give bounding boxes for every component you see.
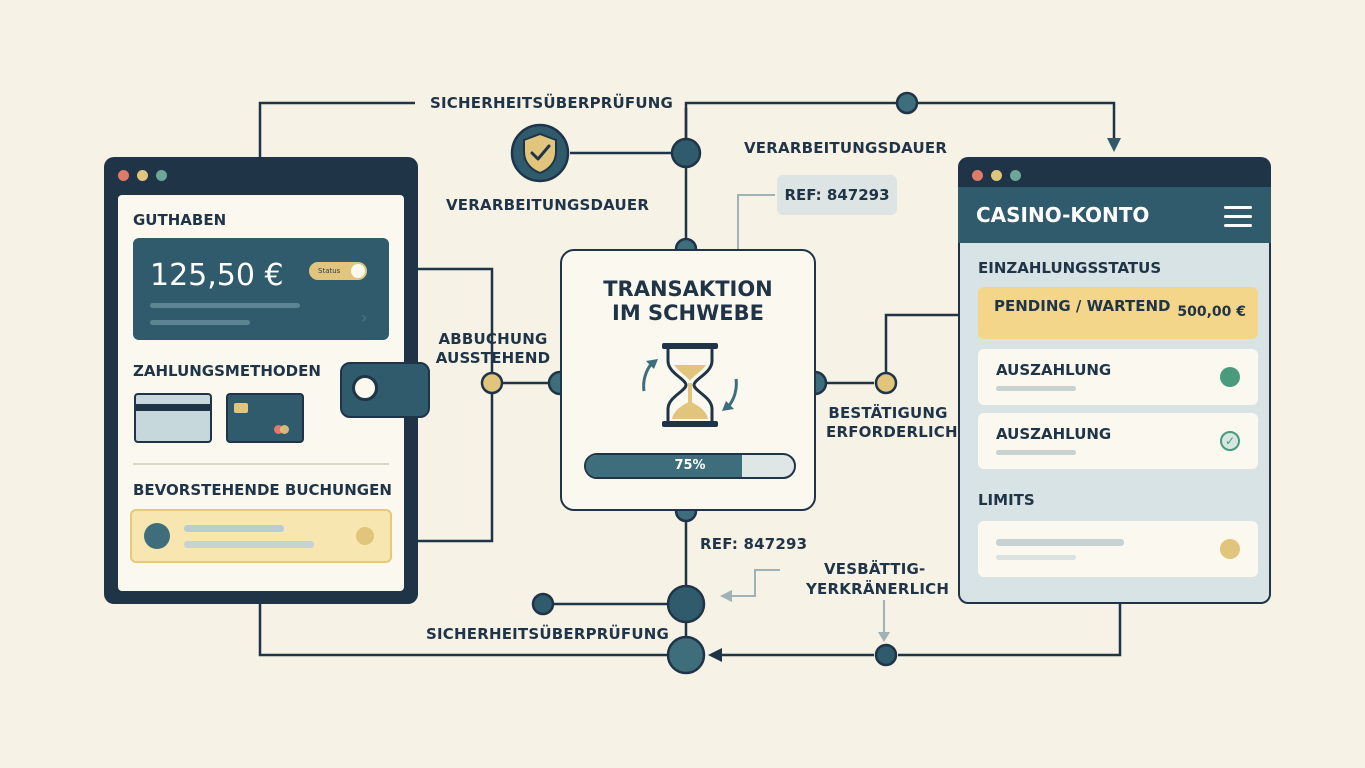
toggle-knob xyxy=(351,264,365,278)
balance-bar-2 xyxy=(150,320,250,325)
payment-methods-title: ZAHLUNGSMETHODEN xyxy=(133,362,321,380)
label-garbled-line1: VESBÄTTIG- xyxy=(824,560,926,578)
shield-icon xyxy=(510,123,570,183)
divider xyxy=(133,463,389,465)
transaction-title: TRANSAKTION IM SCHWEBE xyxy=(562,277,814,325)
label-confirmation-line1: BESTÄTIGUNG xyxy=(828,404,948,422)
transaction-title-line1: TRANSAKTION xyxy=(603,277,773,301)
maximize-dot-icon[interactable] xyxy=(156,170,167,181)
maximize-dot-icon[interactable] xyxy=(1010,170,1021,181)
casino-account-window: CASINO-KONTO EINZAHLUNGSSTATUS PENDING /… xyxy=(958,157,1271,604)
withdrawal-row-2[interactable]: AUSZAHLUNG ✓ xyxy=(978,413,1258,469)
label-debit-pending-line1: ABBUCHUNG xyxy=(438,330,548,348)
limits-row[interactable] xyxy=(978,521,1258,577)
label-processing-time-right: VERARBEITUNGSDAUER xyxy=(744,139,948,157)
label-debit-pending-line2: AUSSTEHEND xyxy=(435,349,551,367)
upcoming-booking-item[interactable] xyxy=(130,509,392,563)
progress-fill xyxy=(586,455,742,477)
pending-transaction-box: TRANSAKTION IM SCHWEBE 75% xyxy=(560,249,816,511)
pending-deposit-row[interactable]: PENDING / WARTEND 500,00 € xyxy=(978,287,1258,339)
casino-account-title: CASINO-KONTO xyxy=(976,203,1150,227)
bank-card[interactable] xyxy=(134,393,212,443)
limits-title: LIMITS xyxy=(978,491,1035,509)
balance-amount: 125,50 € xyxy=(150,258,284,293)
hourglass-icon xyxy=(642,343,738,427)
limits-bar-1 xyxy=(996,539,1124,546)
label-garbled: VESBÄTTIG- YERKRÄNERLICH xyxy=(806,559,949,599)
label-ref-bottom: REF: 847293 xyxy=(700,535,808,553)
label-security-check-top: SICHERHEITSÜBERPRÜFUNG xyxy=(430,94,673,112)
label-security-check-bottom: SICHERHEITSÜBERPRÜFUNG xyxy=(426,625,669,643)
progress-text: 75% xyxy=(674,458,706,473)
credit-card[interactable] xyxy=(226,393,304,443)
upcoming-bookings-title: BEVORSTEHENDE BUCHUNGEN xyxy=(133,481,392,499)
pending-amount: 500,00 € xyxy=(1177,304,1246,320)
card-logo-icon xyxy=(274,425,283,434)
booking-bar-2 xyxy=(184,541,314,548)
window-controls-right xyxy=(972,170,1021,181)
card-stripe xyxy=(136,404,210,411)
booking-avatar xyxy=(144,523,170,549)
minimize-dot-icon[interactable] xyxy=(991,170,1002,181)
progress-bar: 75% xyxy=(584,453,796,479)
label-confirmation-line2: ERFORDERLICH xyxy=(826,423,958,441)
card-chip-icon xyxy=(234,403,248,413)
withdrawal-label-1: AUSZAHLUNG xyxy=(996,361,1112,379)
limit-status-dot xyxy=(1220,539,1240,559)
close-dot-icon[interactable] xyxy=(118,170,129,181)
pending-label: PENDING / WARTEND xyxy=(994,297,1171,315)
booking-bar-1 xyxy=(184,525,284,532)
limits-bar-2 xyxy=(996,555,1076,560)
label-garbled-line2: YERKRÄNERLICH xyxy=(806,580,950,598)
withdrawal-label-2: AUSZAHLUNG xyxy=(996,425,1112,443)
withdrawal-row-1[interactable]: AUSZAHLUNG xyxy=(978,349,1258,405)
status-dot-icon xyxy=(1220,367,1240,387)
wallet-clasp xyxy=(352,375,378,401)
casino-body: EINZAHLUNGSSTATUS PENDING / WARTEND 500,… xyxy=(960,243,1269,602)
balance-title: GUTHABEN xyxy=(133,211,227,229)
transaction-title-line2: IM SCHWEBE xyxy=(612,301,764,325)
label-confirmation-required: BESTÄTIGUNG ERFORDERLICH xyxy=(826,404,958,442)
balance-bar-1 xyxy=(150,303,300,308)
casino-header: CASINO-KONTO xyxy=(958,187,1271,243)
status-toggle-label: Status xyxy=(318,267,341,275)
booking-status-dot xyxy=(356,527,374,545)
minimize-dot-icon[interactable] xyxy=(137,170,148,181)
deposit-status-title: EINZAHLUNGSSTATUS xyxy=(978,259,1162,277)
balance-card[interactable]: 125,50 € Status › xyxy=(133,238,389,340)
chevron-right-icon: › xyxy=(361,308,368,327)
status-toggle[interactable]: Status xyxy=(309,262,367,280)
label-debit-pending: ABBUCHUNG AUSSTEHEND xyxy=(430,330,556,368)
withdrawal-bar-2 xyxy=(996,450,1076,455)
menu-icon[interactable] xyxy=(1224,206,1252,227)
window-controls xyxy=(118,170,167,181)
withdrawal-bar-1 xyxy=(996,386,1076,391)
wallet-icon xyxy=(340,362,430,418)
card-logo-icon-2 xyxy=(280,425,289,434)
label-processing-time-left: VERARBEITUNGSDAUER xyxy=(446,196,650,214)
close-dot-icon[interactable] xyxy=(972,170,983,181)
check-icon: ✓ xyxy=(1220,431,1240,451)
ref-tag-top: REF: 847293 xyxy=(777,175,897,215)
